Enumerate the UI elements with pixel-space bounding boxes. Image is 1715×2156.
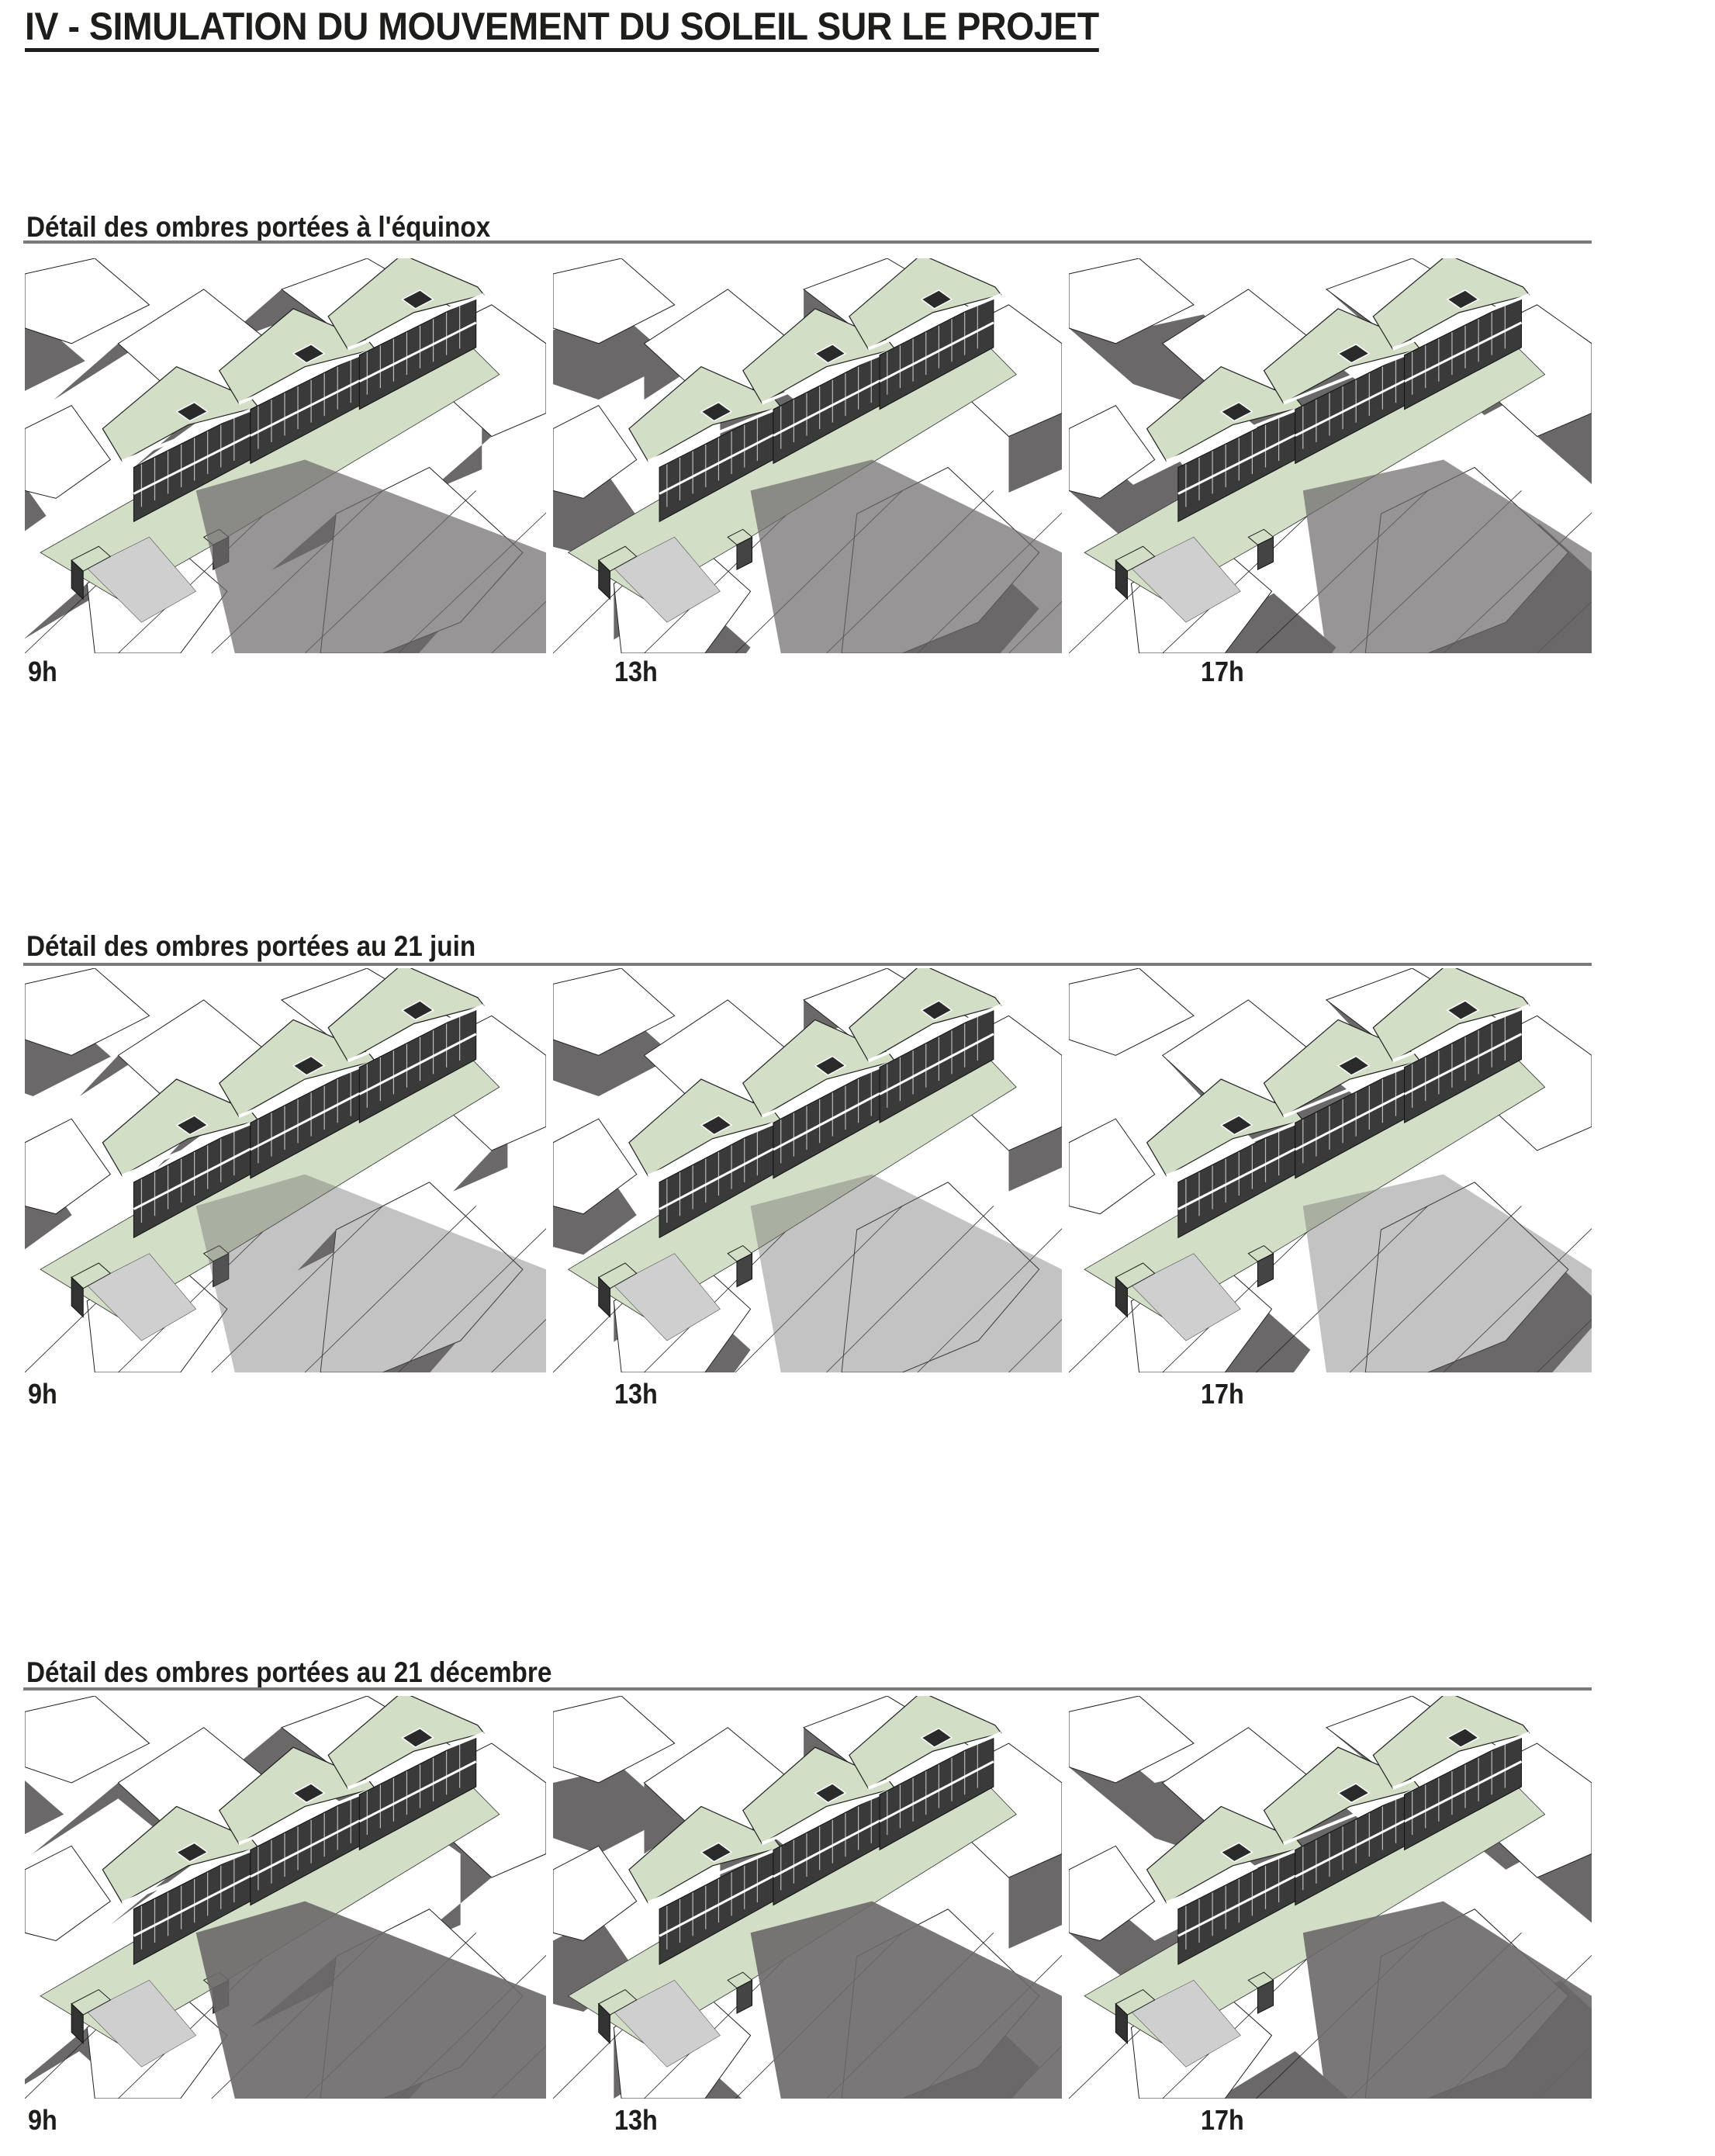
shadow-render-panel — [553, 968, 1062, 1372]
page-title: IV - SIMULATION DU MOUVEMENT DU SOLEIL S… — [25, 6, 1099, 52]
shadow-simulation-render — [553, 1696, 1062, 2099]
section-heading: Détail des ombres portées à l'équinox — [26, 211, 491, 243]
time-label: 13h — [614, 2104, 658, 2136]
shadow-simulation-render — [25, 258, 546, 653]
time-label: 9h — [28, 1378, 57, 1410]
section-heading: Détail des ombres portées au 21 juin — [26, 930, 476, 962]
shadow-simulation-render — [25, 968, 546, 1372]
shadow-render-panel — [553, 258, 1062, 653]
shadow-render-panel — [1069, 258, 1592, 653]
shadow-render-panel — [25, 258, 546, 653]
section-divider — [23, 241, 1592, 244]
section-divider — [23, 1687, 1592, 1691]
time-label: 13h — [614, 1378, 658, 1410]
shadow-simulation-render — [1069, 1696, 1592, 2099]
shadow-simulation-render — [1069, 968, 1592, 1372]
section-divider — [23, 963, 1592, 966]
shadow-simulation-render — [1069, 258, 1592, 653]
shadow-simulation-render — [553, 968, 1062, 1372]
shadow-simulation-render — [553, 258, 1062, 653]
shadow-render-panel — [553, 1696, 1062, 2099]
time-label: 9h — [28, 656, 57, 687]
section-heading: Détail des ombres portées au 21 décembre — [26, 1656, 552, 1688]
time-label: 13h — [614, 656, 658, 687]
time-label: 17h — [1201, 2104, 1244, 2136]
shadow-render-panel — [25, 968, 546, 1372]
time-label: 17h — [1201, 656, 1244, 687]
shadow-render-panel — [1069, 1696, 1592, 2099]
shadow-simulation-render — [25, 1696, 546, 2099]
time-label: 9h — [28, 2104, 57, 2136]
time-label: 17h — [1201, 1378, 1244, 1410]
shadow-render-panel — [1069, 968, 1592, 1372]
shadow-render-panel — [25, 1696, 546, 2099]
